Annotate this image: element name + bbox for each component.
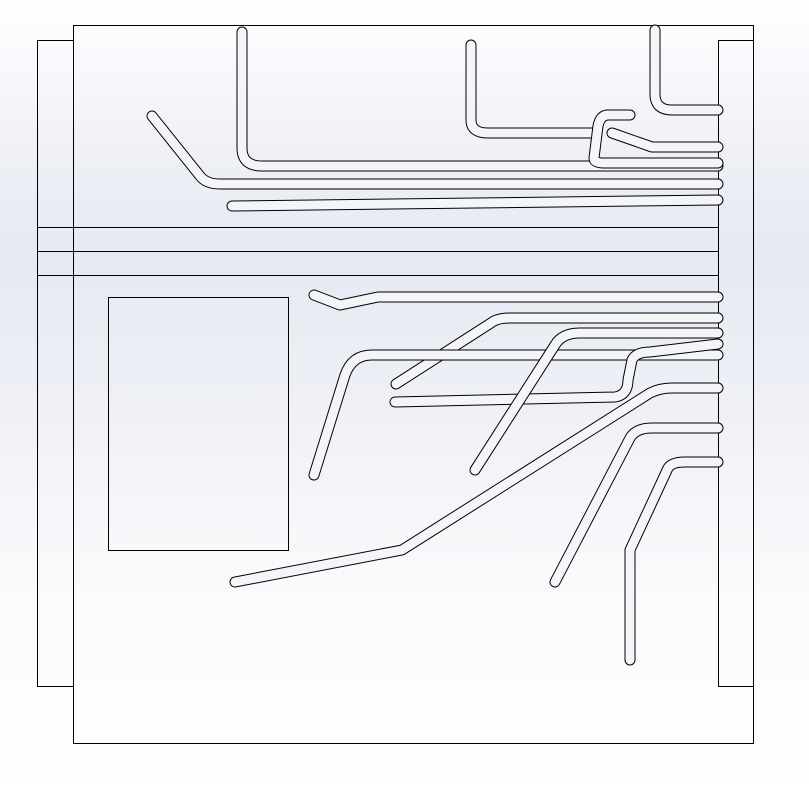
tube-13[interactable] [229,382,724,588]
tube-face [466,40,597,138]
tube-face [650,25,723,115]
tube-face [309,350,723,480]
enclosure [37,25,754,744]
tube-3[interactable] [226,194,724,212]
tube-2[interactable] [146,110,724,190]
left-flange [37,40,74,687]
tube-group [146,24,724,666]
right-flange [718,40,754,687]
tube-face [470,328,723,475]
main-plate [73,25,754,744]
tube-face [391,313,723,389]
tube-8[interactable] [308,289,724,311]
tube-outline [649,24,724,116]
tube-outline [624,456,724,666]
tube-outline [229,382,724,588]
tube-face [309,290,723,310]
tube-face [625,457,723,665]
tube-4[interactable] [465,39,598,139]
tube-10[interactable] [308,349,724,481]
tube-face [390,339,723,407]
tube-5[interactable] [649,24,724,116]
tube-14[interactable] [549,422,724,588]
tube-face [607,128,723,152]
tube-7[interactable] [606,127,724,153]
tube-outline [465,39,598,139]
tube-face [147,111,723,189]
tube-15[interactable] [624,456,724,666]
tube-12[interactable] [469,327,724,476]
tube-outline [549,422,724,588]
tube-face [230,383,723,587]
tube-6[interactable] [588,109,724,169]
tube-face [237,27,723,171]
tube-1[interactable] [236,26,724,172]
tube-face [589,110,723,168]
tube-face [550,423,723,587]
tube-face [227,195,723,211]
rect-cutout [108,297,289,551]
tube-11[interactable] [389,338,724,408]
tube-9[interactable] [390,312,724,390]
